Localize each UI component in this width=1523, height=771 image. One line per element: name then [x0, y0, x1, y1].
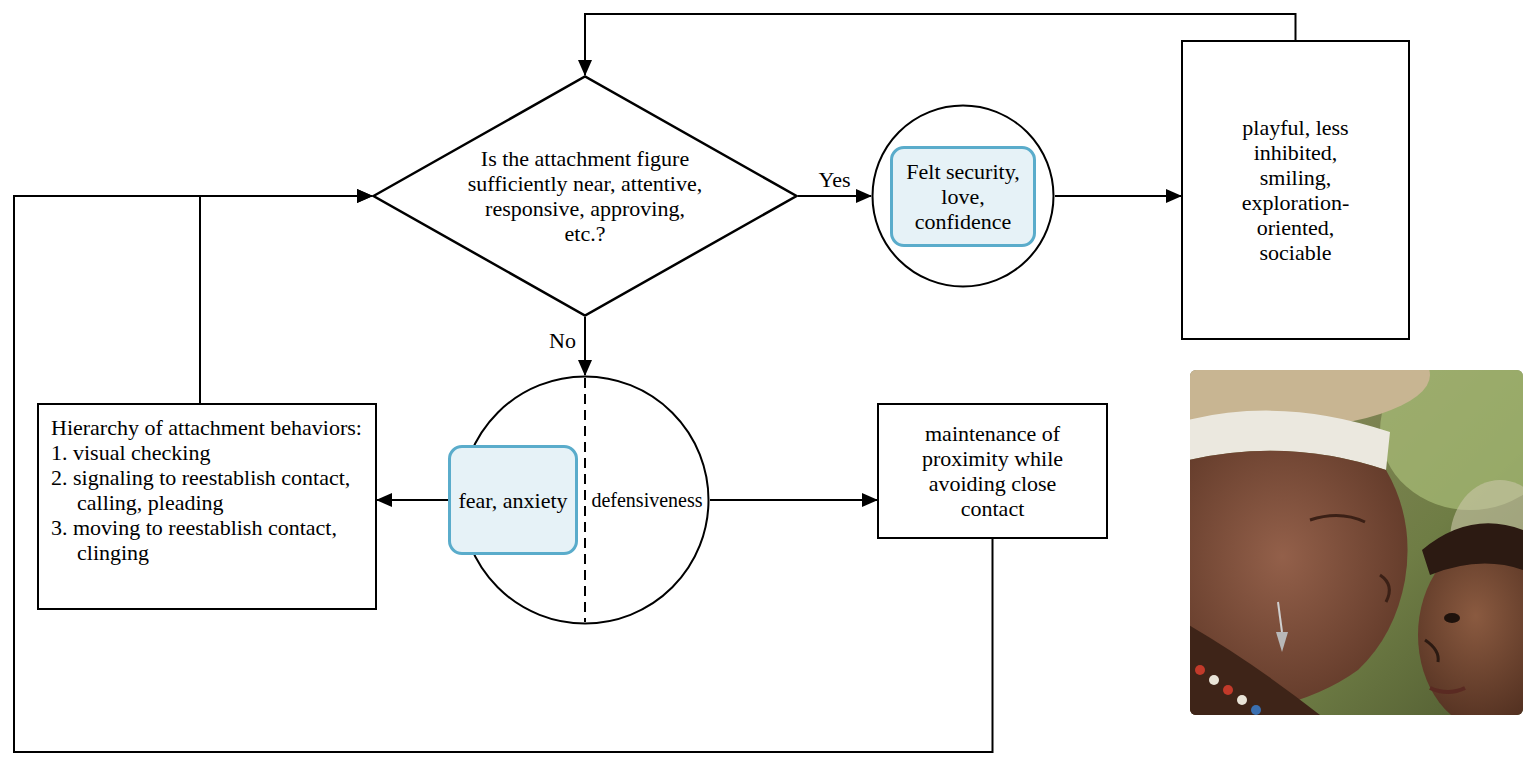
list-item: 3. moving to reestablish contact, clingi…: [51, 515, 363, 565]
edge-label: No: [546, 328, 579, 353]
node-text: maintenance of proximity while avoiding …: [898, 421, 1088, 521]
flow-arrow: [200, 196, 372, 403]
node-text: Felt security, love, confidence: [890, 146, 1036, 247]
outcome-box: playful, less inhibited, smiling, explor…: [1181, 40, 1410, 340]
box-heading: Hierarchy of attachment behaviors:: [51, 415, 363, 440]
flow-arrow: [798, 195, 871, 197]
edge-label: Yes: [815, 167, 853, 192]
flow-arrow: [584, 317, 586, 375]
mother-child-photo: [1190, 370, 1523, 715]
outcome-box: maintenance of proximity while avoiding …: [877, 403, 1108, 539]
node-text: fear, anxiety: [448, 445, 578, 555]
flow-arrow: [14, 196, 993, 752]
flow-arrow: [710, 499, 877, 501]
node-text: Is the attachment figure sufficiently ne…: [465, 146, 705, 246]
circle-outline: [873, 106, 1054, 287]
decision-diamond: Is the attachment figure sufficiently ne…: [372, 75, 798, 317]
flow-arrow: [1055, 195, 1181, 197]
list-item: 1. visual checking: [51, 440, 363, 465]
dashed-divider: [584, 378, 586, 622]
diamond-outline: [374, 77, 797, 316]
list-item: 2. signaling to reestablish contact, cal…: [51, 465, 363, 515]
emotion-circle: Felt security, love, confidence: [871, 104, 1055, 288]
split-emotion-circle: fear, anxietydefensiveness: [460, 375, 710, 625]
node-text: playful, less inhibited, smiling, explor…: [1231, 115, 1361, 265]
behavior-box: Hierarchy of attachment behaviors:1. vis…: [37, 403, 377, 610]
node-text: defensiveness: [590, 375, 704, 625]
